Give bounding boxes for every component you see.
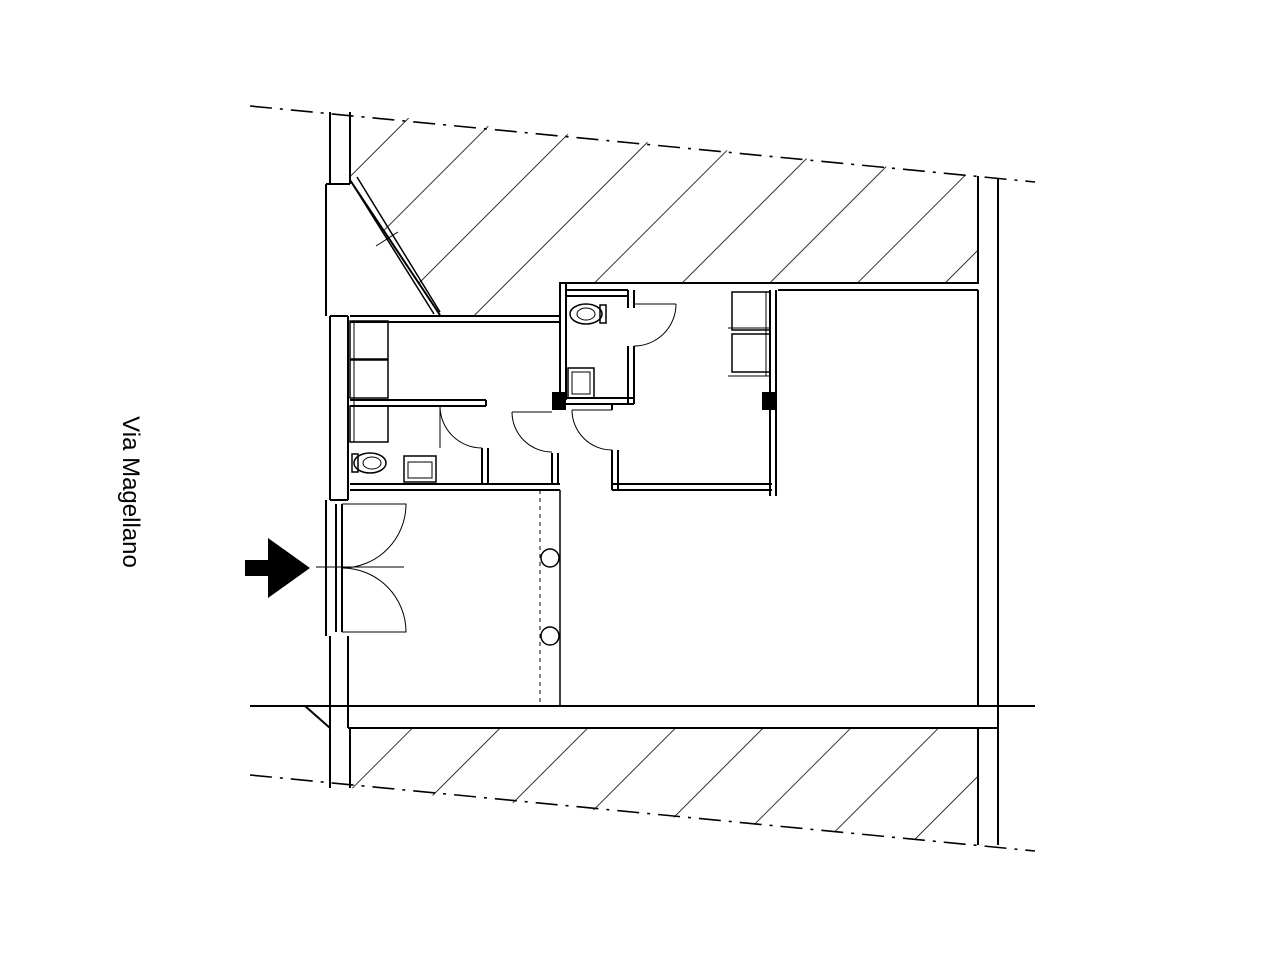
wardrobe-unit bbox=[349, 405, 389, 443]
door-swing bbox=[511, 411, 553, 453]
door-swing bbox=[571, 409, 613, 451]
wardrobe-unit bbox=[349, 359, 389, 399]
exterior-wall-bottom bbox=[250, 705, 1035, 729]
room-wc-right bbox=[566, 289, 777, 496]
wardrobe-unit bbox=[731, 291, 771, 331]
wardrobe-unit bbox=[349, 320, 389, 360]
structural-columns bbox=[539, 490, 561, 706]
hatched-wall-top bbox=[349, 112, 979, 316]
exterior-wall-right bbox=[977, 176, 999, 845]
exterior-wall-left bbox=[325, 112, 351, 788]
partition-column bbox=[552, 283, 776, 410]
entrance-door bbox=[316, 503, 407, 633]
sink-icon bbox=[567, 367, 595, 399]
door-swing bbox=[633, 303, 677, 347]
door-swing bbox=[439, 405, 483, 449]
street-name-label: Via Magellano bbox=[117, 416, 144, 568]
wardrobe-unit bbox=[731, 333, 771, 373]
arrow-right-icon bbox=[245, 538, 310, 598]
toilet-icon bbox=[569, 303, 607, 325]
interior-wall-top bbox=[350, 289, 978, 323]
room-wc-left bbox=[349, 320, 560, 491]
toilet-icon bbox=[351, 452, 387, 474]
sink-icon bbox=[403, 455, 437, 483]
window-inclined bbox=[349, 176, 441, 315]
